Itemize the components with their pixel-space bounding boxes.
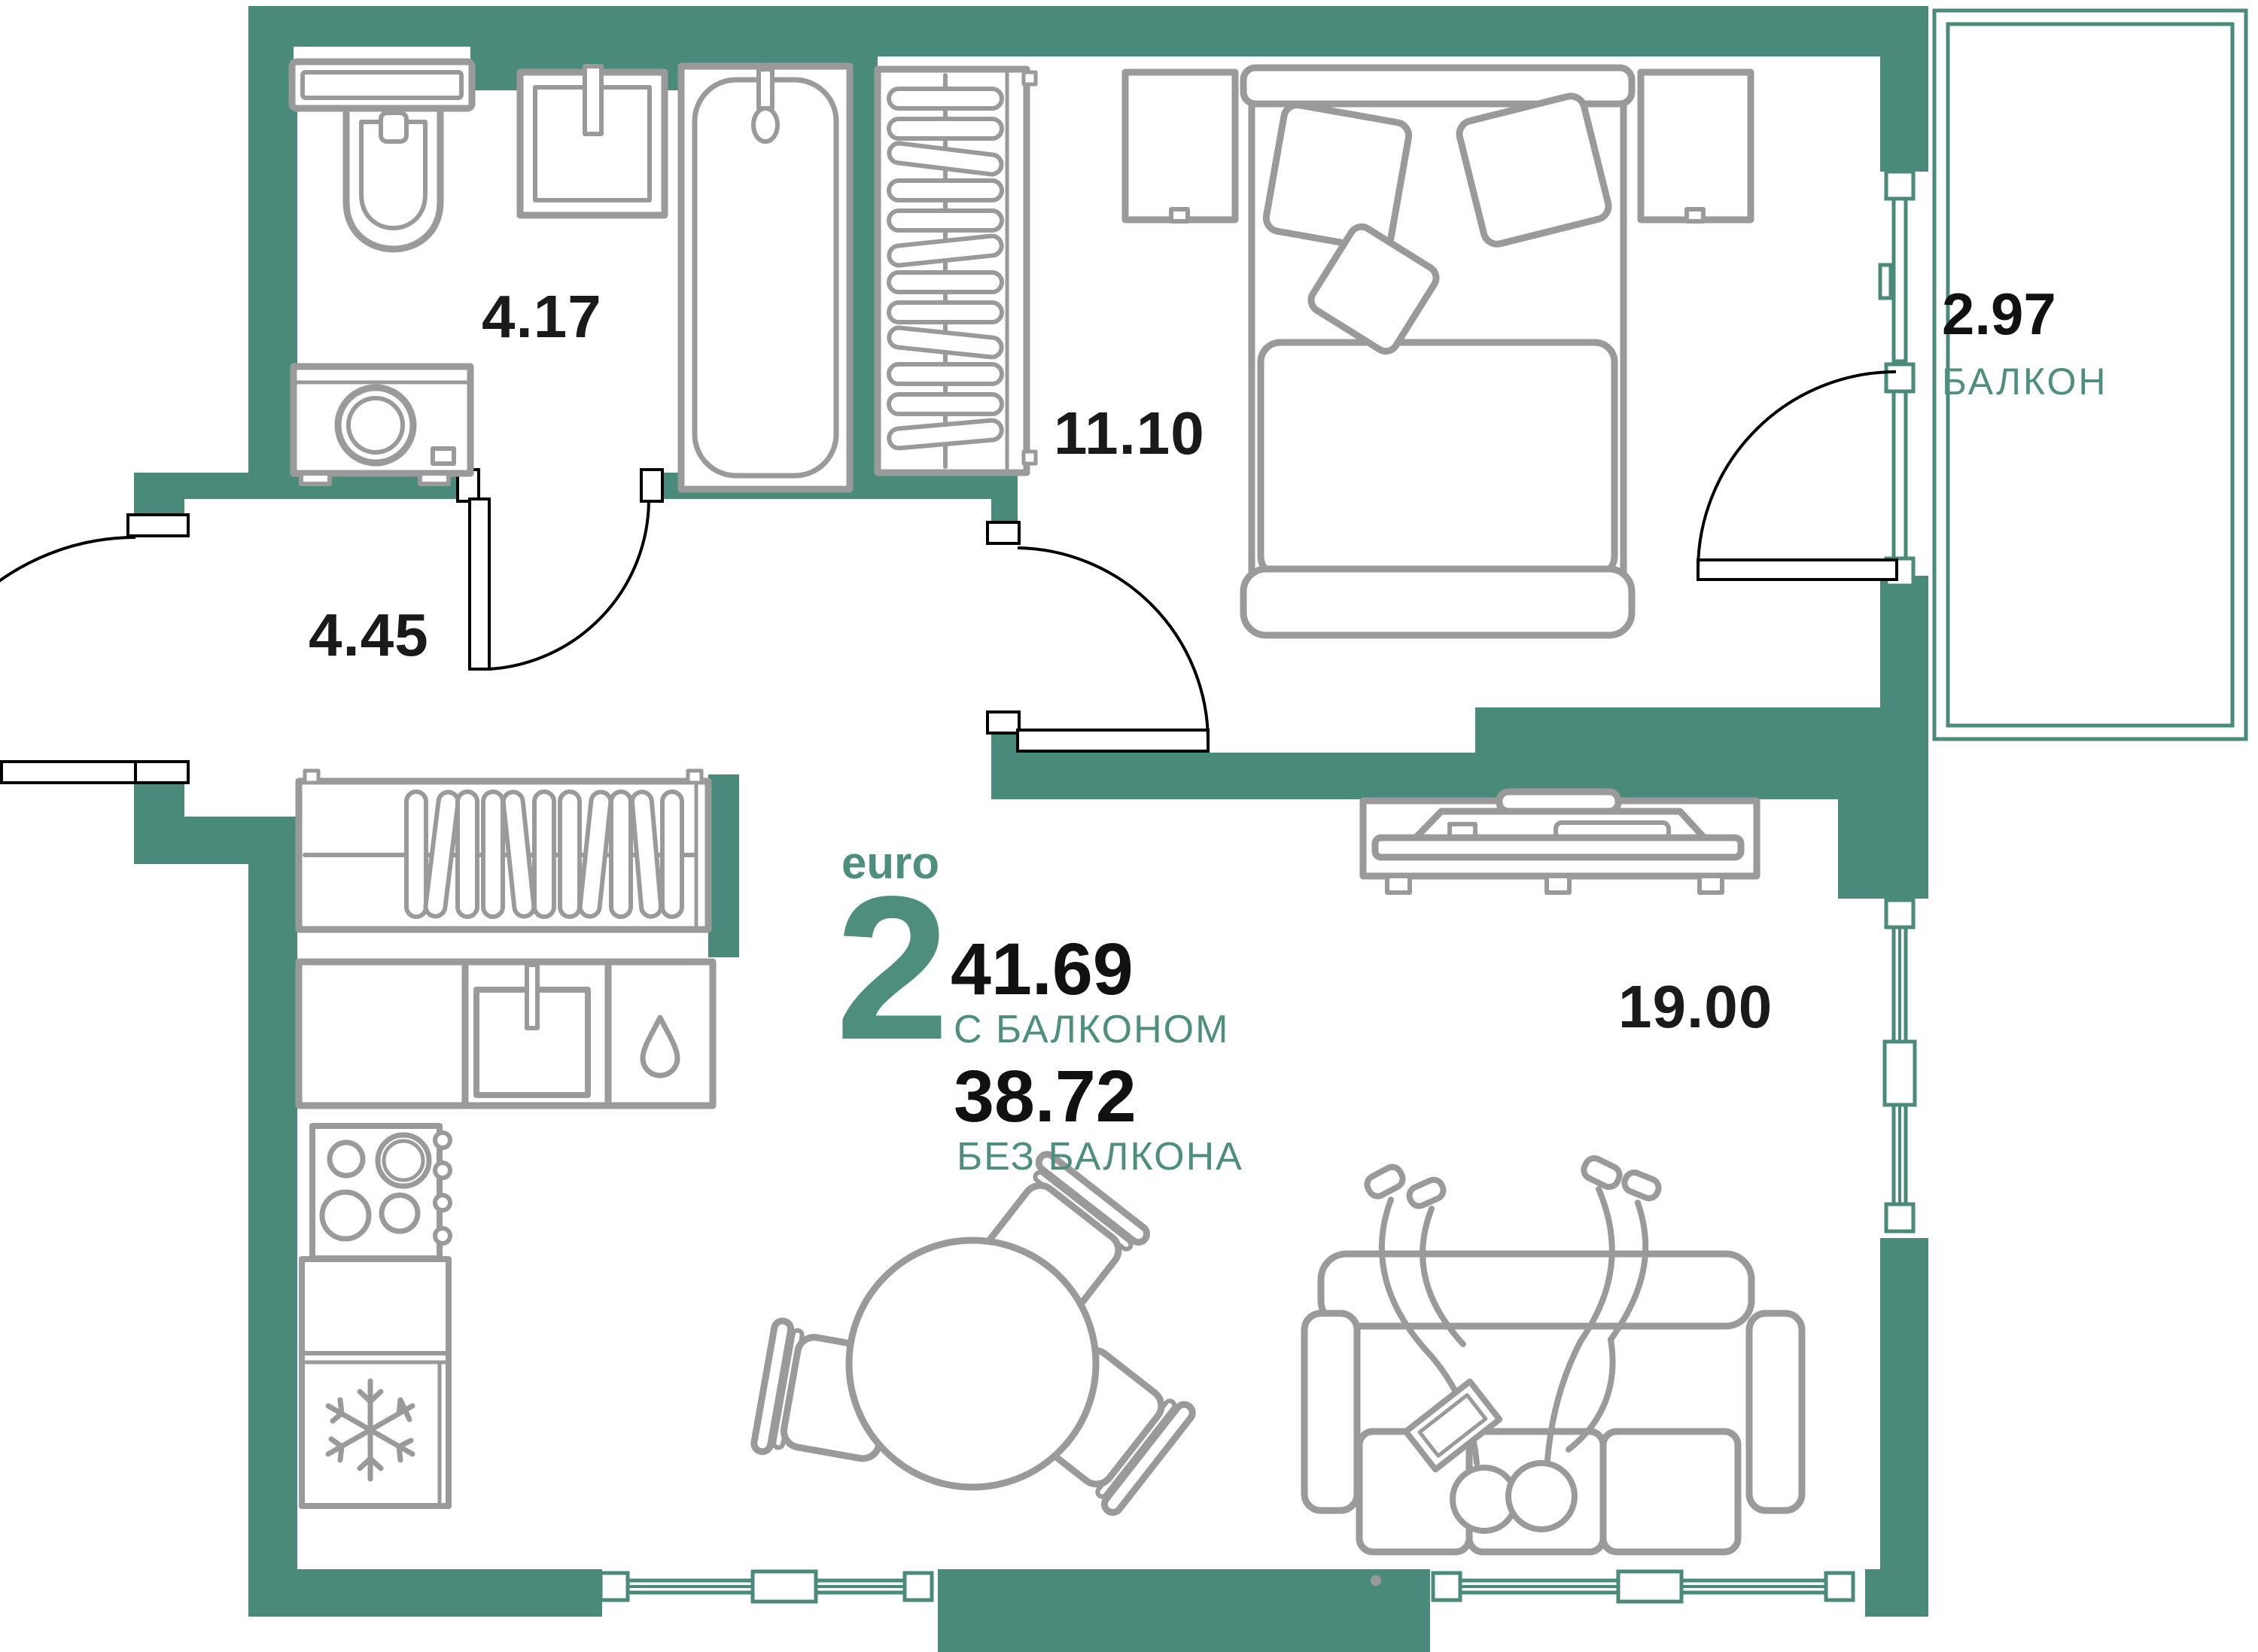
unit-rooms-count: 2 — [835, 853, 950, 1082]
fridge — [299, 1256, 452, 1509]
label-balcony-name: БАЛКОН — [1942, 361, 2108, 403]
wall-bottom-left — [248, 1569, 602, 1617]
nightstand-left — [1121, 68, 1239, 224]
entry-door — [0, 536, 137, 784]
balcony-door-unit — [1878, 169, 1916, 588]
wall-top-bedroom — [878, 6, 1928, 56]
living-window-right — [1882, 898, 1917, 1234]
unit-type-label: euro — [841, 838, 940, 888]
wall-hall-living — [991, 753, 1475, 799]
tv-stand — [1359, 788, 1760, 895]
washing-machine — [290, 363, 474, 486]
bathroom-sink — [516, 64, 668, 219]
wall-closet-stub — [708, 774, 739, 957]
floor-dot — [1371, 1575, 1381, 1586]
label-balcony-area: 2.97 — [1942, 281, 2056, 347]
wall-right-middle — [1880, 576, 1928, 899]
bathtub — [677, 62, 854, 493]
balcony-door — [1697, 370, 1898, 581]
balcony-outline — [1932, 8, 2248, 741]
wall-bath-bedroom-divider — [852, 56, 878, 499]
wall-bottom-middle-ext — [938, 1617, 1430, 1652]
bathroom-door — [468, 497, 650, 671]
bedroom-door-jamb-top — [986, 521, 1021, 545]
wall-bottom-right — [1865, 1569, 1928, 1617]
wall-pier-inner — [1838, 707, 1880, 899]
stove — [309, 1123, 452, 1261]
unit-area-with-balcony: 41.69 — [951, 928, 1134, 1010]
unit-area-without-balcony: 38.72 — [954, 1055, 1137, 1137]
wall-right-top — [1880, 54, 1928, 172]
wardrobe — [874, 65, 1038, 476]
unit-with-balcony-label: С БАЛКОНОМ — [954, 1008, 1230, 1051]
label-living-area: 19.00 — [1618, 973, 1773, 1040]
dining-table — [845, 1237, 1100, 1491]
bedroom-door — [1016, 546, 1210, 753]
wall-entry-top — [134, 473, 184, 516]
wall-bottom-middle — [938, 1569, 1430, 1617]
coat-closet — [295, 768, 712, 933]
toilet — [288, 58, 476, 253]
kitchen-counter — [295, 958, 717, 1109]
entry-door-jamb-top — [126, 513, 190, 537]
living-window-bottom — [1431, 1569, 1855, 1604]
people-on-sofa — [1364, 1155, 1662, 1534]
label-hallway-area: 4.45 — [309, 601, 429, 668]
unit-without-balcony-label: БЕЗ БАЛКОНА — [957, 1135, 1243, 1179]
kitchen-window — [598, 1569, 934, 1604]
bath-door-jamb-right — [640, 468, 664, 503]
wall-right-bottom — [1880, 1238, 1928, 1617]
nightstand-right — [1637, 68, 1754, 224]
label-bedroom-area: 11.10 — [1054, 400, 1205, 467]
bed — [1240, 64, 1636, 639]
wall-bedroom-living — [1475, 707, 1880, 799]
drop-icon — [640, 1015, 680, 1079]
label-bathroom-area: 4.17 — [482, 283, 602, 350]
snowflake-icon — [325, 1378, 415, 1482]
wall-left-kitchen — [248, 817, 297, 1617]
bedroom-door-jamb-bottom — [986, 710, 1021, 735]
